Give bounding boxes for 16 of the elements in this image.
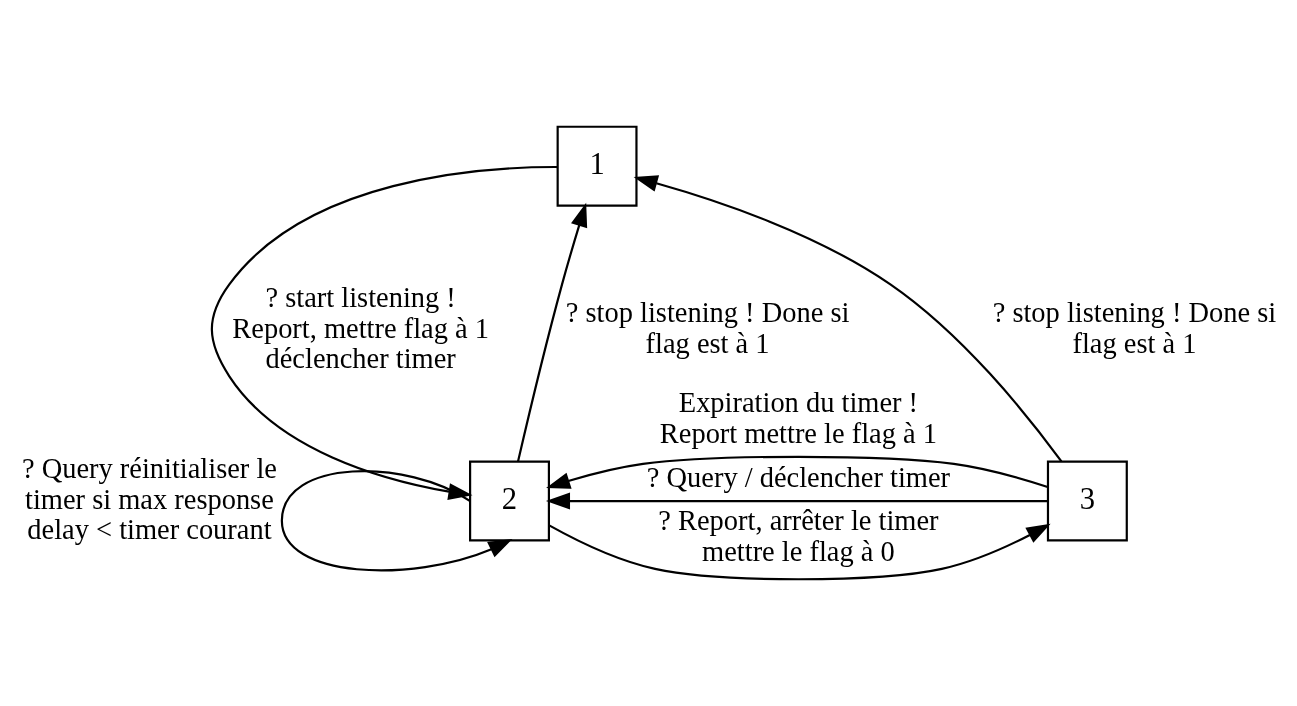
edge-label: ? Report, arrêter le timer mettre le flag à 0 [658,505,939,568]
node-box: 3 [1046,460,1128,542]
arrow [280,470,513,572]
arrow [546,455,1048,489]
edge-label: ? start listening ! Report, mettre flag à 1 déclencher timer [232,282,489,375]
edge-label: ? Query / déclencher timer [646,461,951,493]
arrow [545,492,1048,510]
arrow [548,523,1051,581]
edge-label: Expiration du timer ! Report mettre le flag à 1 [659,387,938,449]
edge-label: ? stop listening ! Done si flag est à 1 [565,297,850,360]
node-box: 2 [469,460,550,542]
arrow [516,202,588,462]
edge-label: ? stop listening ! Done si flag est à 1 [992,297,1277,360]
arrow [633,175,1063,463]
node-box: 1 [556,125,638,207]
edge-label: ? Query réinitialiser le timer si max response delay < timer courant [21,452,277,546]
